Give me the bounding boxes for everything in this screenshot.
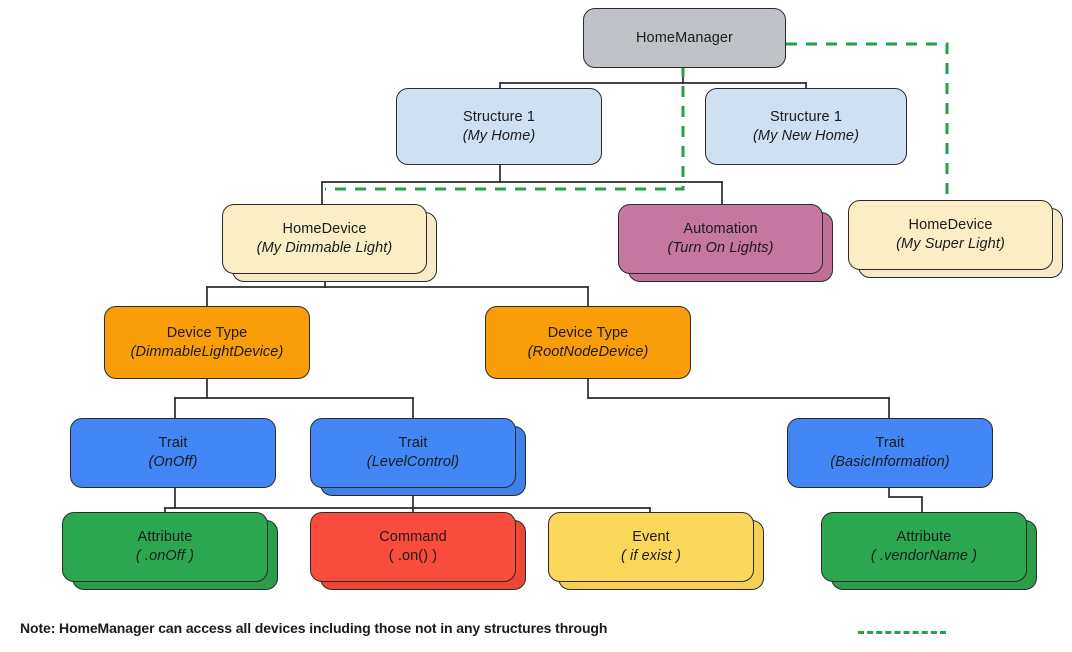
footnote-text: Note: HomeManager can access all devices… <box>20 620 608 636</box>
node-device-type-1-subtitle: (DimmableLightDevice) <box>130 343 284 360</box>
node-command-on-subtitle: ( .on() ) <box>388 548 438 564</box>
node-home-manager[interactable]: HomeManager <box>583 8 786 68</box>
node-home-device-1-title: HomeDevice <box>282 221 367 238</box>
node-home-device-2-title: HomeDevice <box>908 217 993 234</box>
wire-to-attribute-vendorname <box>888 487 923 513</box>
node-trait-level-subtitle: (LevelControl) <box>366 454 460 470</box>
node-device-type-2[interactable]: Device Type (RootNodeDevice) <box>485 306 691 379</box>
node-trait-level-title: Trait <box>398 435 428 452</box>
node-automation-title: Automation <box>683 221 758 238</box>
node-automation-subtitle: (Turn On Lights) <box>667 240 774 256</box>
node-structure-2[interactable]: Structure 1 (My New Home) <box>705 88 907 165</box>
node-event-if-exist[interactable]: Event ( if exist ) <box>548 512 754 582</box>
node-trait-onoff[interactable]: Trait (OnOff) <box>70 418 276 488</box>
node-trait-onoff-subtitle: (OnOff) <box>148 454 198 470</box>
node-trait-basic-subtitle: (BasicInformation) <box>830 454 950 470</box>
node-command-on[interactable]: Command ( .on() ) <box>310 512 516 582</box>
node-attribute-vendorname[interactable]: Attribute ( .vendorName ) <box>821 512 1027 582</box>
node-command-on-title: Command <box>379 529 447 546</box>
node-home-manager-title: HomeManager <box>635 29 733 46</box>
node-device-type-2-title: Device Type <box>547 324 629 341</box>
node-attribute-onoff-title: Attribute <box>137 529 193 546</box>
node-trait-basic-title: Trait <box>875 435 905 452</box>
node-home-device-2-subtitle: (My Super Light) <box>896 236 1005 252</box>
node-device-type-1-title: Device Type <box>166 324 248 341</box>
node-device-type-1[interactable]: Device Type (DimmableLightDevice) <box>104 306 310 379</box>
node-attribute-vendorname-subtitle: ( .vendorName ) <box>870 548 978 564</box>
node-device-type-2-subtitle: (RootNodeDevice) <box>527 343 649 360</box>
node-attribute-onoff[interactable]: Attribute ( .onOff ) <box>62 512 268 582</box>
node-structure-1-title: Structure 1 <box>462 108 536 125</box>
node-structure-1[interactable]: Structure 1 (My Home) <box>396 88 602 165</box>
node-event-title: Event <box>632 529 670 546</box>
node-trait-onoff-title: Trait <box>158 435 188 452</box>
node-attribute-vendorname-title: Attribute <box>896 529 952 546</box>
node-automation[interactable]: Automation (Turn On Lights) <box>618 204 823 274</box>
node-trait-basic[interactable]: Trait (BasicInformation) <box>787 418 993 488</box>
node-home-device-2[interactable]: HomeDevice (My Super Light) <box>848 200 1053 270</box>
node-event-subtitle: ( if exist ) <box>620 548 681 564</box>
node-structure-1-subtitle: (My Home) <box>462 127 536 144</box>
node-structure-2-subtitle: (My New Home) <box>752 127 860 144</box>
node-trait-level[interactable]: Trait (LevelControl) <box>310 418 516 488</box>
node-home-device-1-subtitle: (My Dimmable Light) <box>256 240 393 256</box>
node-home-device-1[interactable]: HomeDevice (My Dimmable Light) <box>222 204 427 274</box>
footnote-green-dashed-legend <box>858 631 946 634</box>
node-structure-2-title: Structure 1 <box>769 108 843 125</box>
node-attribute-onoff-subtitle: ( .onOff ) <box>135 548 195 564</box>
